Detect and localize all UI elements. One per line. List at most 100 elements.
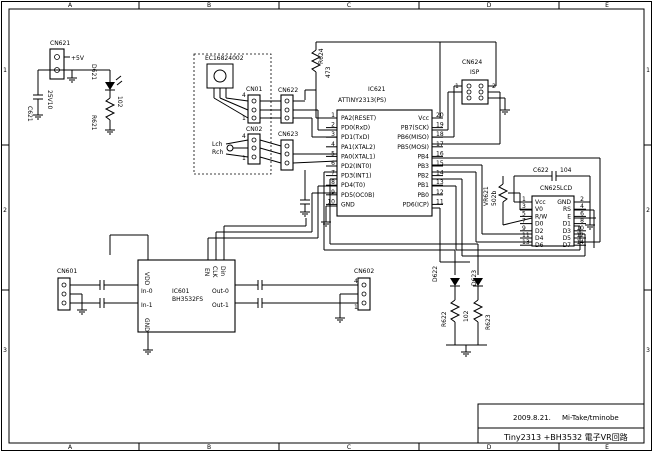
cn625-right-pin-name: RS (563, 206, 571, 213)
ic621-left-pin-name: PD2(INT0) (341, 163, 371, 170)
ic621-right-pin-number: 18 (436, 131, 444, 138)
cn601-label: CN601 (57, 268, 77, 275)
ic601-out1-pin: Out-1 (212, 302, 229, 309)
c621-label: C621 (26, 106, 33, 122)
ic601-in0-pin: In-0 (141, 288, 153, 295)
ic621-chip (336, 109, 433, 217)
vr621-label: VR621 (483, 186, 490, 206)
d621-label: D621 (90, 64, 97, 80)
r622-resistor-icon (449, 299, 461, 323)
c622-label: C622 (533, 167, 549, 174)
r624-value: 473 (325, 66, 332, 78)
ic621-left-pin-name: GND (341, 201, 355, 208)
vr621-resistor-icon (497, 183, 509, 203)
cn625-right-pin-number: 8 (580, 218, 584, 225)
ic621-left-pin-name: PA0(XTAL1) (341, 153, 375, 160)
ic621-left-pin-number: 7 (331, 170, 335, 177)
volume-section: IC601 BH3532FS VDD EN CLK Din GND In-0 I… (57, 185, 374, 355)
ground-icon (335, 317, 345, 323)
cn01-label: CN01 (246, 86, 262, 93)
cn625-left-pin-name: D2 (535, 228, 544, 235)
ground-icon (105, 129, 115, 135)
cn625-right-pin-number: 4 (580, 203, 584, 210)
ground-icon (500, 109, 510, 115)
ic621-left-pin-number: 8 (331, 179, 335, 186)
cn625-right-pin-number: 2 (580, 196, 584, 203)
ic601-out0-pin: Out-0 (212, 288, 229, 295)
cn625-right-pin-name: E (567, 213, 571, 220)
r623-resistor-icon (472, 299, 484, 323)
cn625-label: CN625 (540, 185, 560, 192)
cn625-left-pin-number: 9 (522, 225, 526, 232)
cn625-left-pin-name: D0 (535, 221, 544, 228)
ic621-right-pin-number: 14 (436, 170, 444, 177)
ic621-right-pin-name: PB6(MISO) (397, 134, 429, 141)
cn625-right-pin-name: D1 (563, 221, 572, 228)
ground-icon (67, 77, 77, 83)
svg-text:4: 4 (242, 133, 246, 140)
ground-icon (143, 349, 153, 355)
frame-col-c-top: C (347, 2, 351, 9)
frame-row-3-left: 3 (3, 347, 7, 354)
d622-label: D622 (432, 266, 439, 282)
ic601-chip (137, 259, 236, 333)
frame-row-2-left: 2 (3, 207, 7, 214)
d623-label: D623 (471, 270, 478, 286)
ic621-right-pin-name: PB2 (417, 173, 429, 180)
svg-text:4: 4 (242, 92, 246, 99)
cn625-left-pin-name: D4 (535, 235, 544, 242)
frame-col-d-bottom: D (487, 444, 492, 451)
title-date: 2009.8.21. (513, 414, 551, 422)
cn625-left-pin-name: R/W (535, 213, 547, 220)
ic621-right-pin-name: PD6(ICP) (403, 201, 429, 208)
d621-led-icon (105, 82, 115, 90)
cn625-left-pin-number: 3 (522, 203, 526, 210)
ground-icon (77, 309, 87, 315)
cn625-left-pin-number: 5 (522, 210, 526, 217)
ic621-left-pin-number: 2 (331, 122, 335, 129)
ground-icon (300, 211, 310, 217)
cn625-right-pin-name: D5 (563, 235, 572, 242)
encoder-module: EC16824002 CN01 4 1 CN02 4 1 Lch Rch (193, 53, 272, 175)
frame-col-d-top: D (487, 2, 492, 9)
plus5v-label: +5V (71, 55, 85, 62)
lch-label: Lch (212, 141, 223, 148)
ic621-left-pin-name: PA2(RESET) (341, 115, 376, 122)
rch-label: Rch (212, 149, 223, 156)
ground-icon (585, 224, 595, 230)
ic601-gnd-pin: GND (143, 318, 150, 332)
svg-text:1: 1 (354, 304, 358, 311)
frame-row-1-left: 1 (3, 67, 7, 74)
isp-section: CN624 ISP 1 2 (432, 41, 510, 145)
cn623-label: CN623 (278, 131, 298, 138)
r623-label: R623 (485, 314, 492, 330)
cn622-label: CN622 (278, 87, 298, 94)
r624-resistor-icon (310, 49, 322, 73)
r622-label: R622 (441, 311, 448, 327)
svg-text:4: 4 (354, 278, 358, 285)
frame-row-1-right: 1 (646, 67, 650, 74)
r621-label: R621 (90, 115, 97, 131)
cn621-label: CN621 (50, 40, 70, 47)
power-section: CN621 +5V C621 25V10 D621 R621 102 (26, 40, 123, 135)
ic621-right-pins: 20Vcc19PB7(SCK)18PB6(MISO)17PB5(MOSI)16P… (397, 112, 444, 208)
ic621-left-pin-name: PD3(INT1) (341, 173, 371, 180)
ic621-right-pin-name: PB5(MOSI) (397, 144, 429, 151)
frame-row-3-right: 3 (646, 347, 650, 354)
ic621-right-pin-name: PB7(SCK) (401, 125, 429, 132)
frame-row-2-right: 2 (646, 207, 650, 214)
cn625-right-pin-name: D7 (563, 242, 572, 249)
cn624-connector (461, 79, 489, 105)
isp-label: ISP (470, 69, 480, 76)
frame-col-a-bottom: A (68, 444, 73, 451)
cn621-connector (49, 48, 65, 80)
ic601-vdd-pin: VDD (143, 272, 150, 286)
ic601-in1-pin: In-1 (141, 302, 153, 309)
ic621-left-pin-number: 1 (331, 112, 335, 119)
ic621-right-pin-number: 16 (436, 150, 444, 157)
ic621-left-pin-name: PD4(T0) (341, 182, 365, 189)
ic621-left-pin-name: PD5(OC0B) (341, 192, 375, 199)
